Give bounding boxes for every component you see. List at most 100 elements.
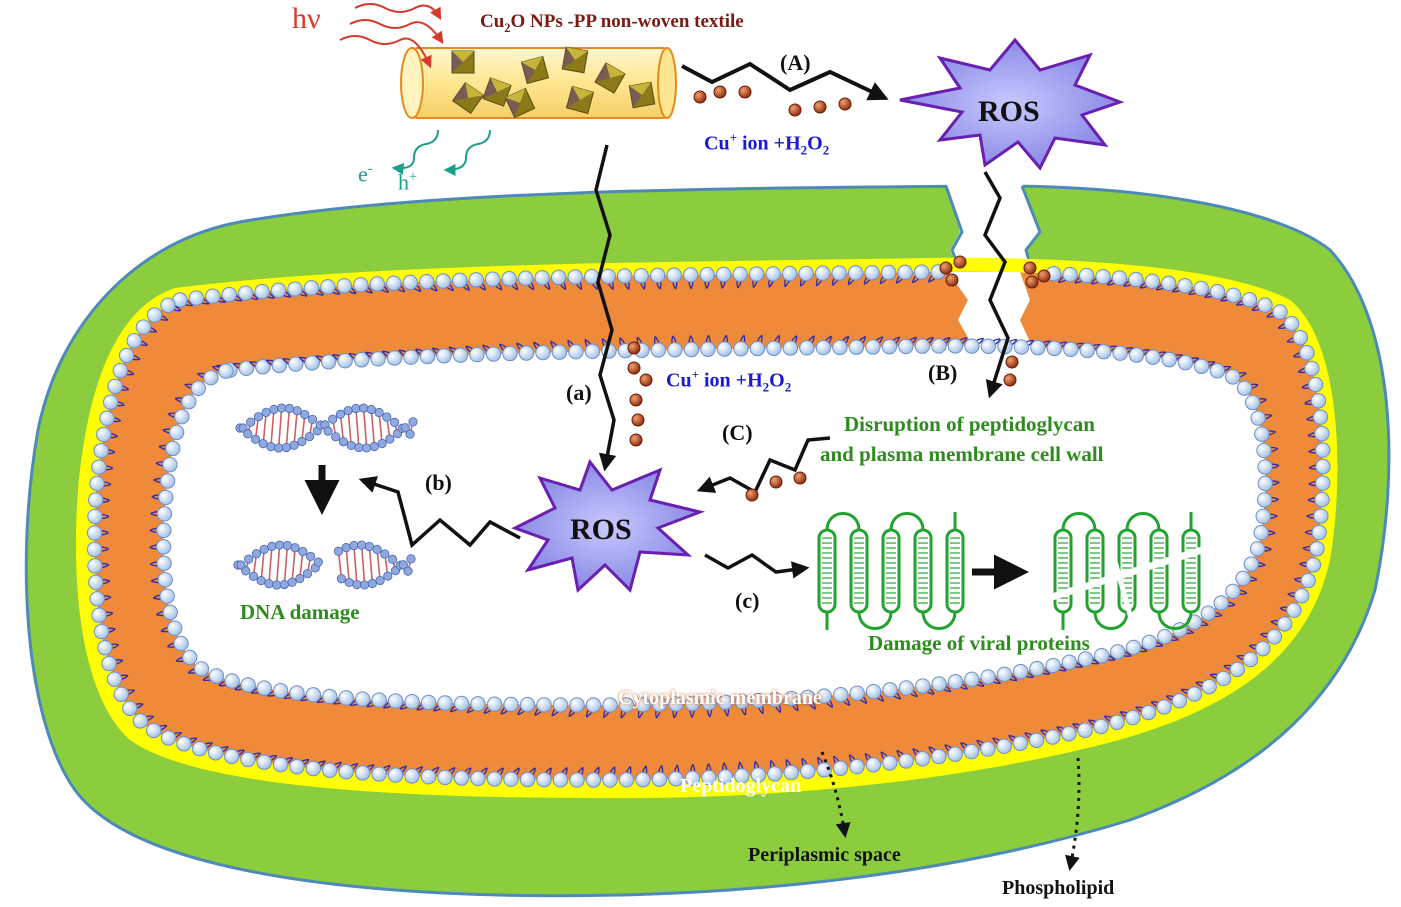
phospholipid-head: [964, 338, 980, 354]
phospholipid-head: [156, 506, 173, 522]
phospholipid-head: [1312, 409, 1329, 425]
dna-bead: [383, 571, 393, 581]
dna-bead: [295, 573, 305, 584]
phospholipid-head: [1235, 570, 1251, 587]
dna-bead: [259, 544, 269, 554]
copper-ion: [838, 97, 852, 111]
phospholipid-head: [1111, 270, 1128, 286]
phospholipid-head: [963, 743, 980, 760]
dna-bead: [281, 442, 291, 453]
phospholipid-head: [865, 757, 882, 773]
dna-bead: [372, 544, 382, 555]
dna-rung: [337, 551, 343, 579]
dna-intact: [235, 403, 418, 453]
phospholipid-head: [106, 671, 123, 687]
hole-label: h+: [398, 169, 418, 195]
phospholipid-head: [386, 275, 402, 291]
phospholipid-head: [1304, 360, 1320, 377]
phospholipid-head: [701, 695, 717, 711]
phospholipid-head: [89, 475, 105, 492]
dna-bead: [405, 429, 415, 439]
phospholipid-head: [402, 274, 418, 291]
viral-protein-intact: [817, 512, 965, 630]
phospholipid-head: [1061, 654, 1078, 670]
phospholipid-head: [748, 266, 765, 282]
phospholipid-head: [569, 772, 585, 788]
phospholipid-head: [1305, 557, 1322, 573]
copper-ion: [813, 100, 827, 114]
copper-ion: [629, 393, 643, 407]
phospholipid-head: [1145, 349, 1161, 365]
dna-bead: [238, 423, 248, 433]
dna-rung: [291, 547, 296, 583]
phospholipid-head: [1109, 644, 1126, 660]
dna-rung: [347, 410, 352, 446]
cu-ion-mid-label: Cu+ ion +H2O2: [666, 367, 792, 395]
phospholipid-head: [1029, 660, 1045, 677]
phospholipid-head: [602, 697, 618, 713]
dna-bead: [284, 403, 294, 414]
phospholipid-head: [132, 713, 149, 729]
phospholipid-head: [668, 696, 684, 712]
phospholipid-head: [668, 771, 684, 787]
copper-ion: [693, 90, 707, 104]
step-b-label: (b): [425, 470, 452, 495]
phospholipid-head: [816, 762, 832, 778]
ros-center-star: [511, 458, 706, 593]
phospholipid-head: [800, 689, 816, 706]
phospholipid-head: [322, 688, 338, 705]
phospholipid-head: [848, 339, 865, 355]
dna-bead: [246, 417, 256, 427]
phospholipid-head: [1314, 491, 1330, 508]
copper-ion: [738, 85, 752, 99]
phospholipid-head: [1250, 410, 1266, 426]
periplasmic-space-label: Periplasmic space: [748, 844, 901, 866]
phospholipid-head: [1062, 266, 1078, 283]
phospholipid-head: [1255, 508, 1271, 525]
phospholipid-head: [369, 276, 386, 292]
phospholipid-head: [1266, 629, 1283, 645]
phospholipid-head: [470, 770, 486, 787]
phospholipid-head: [240, 751, 256, 768]
dna-bead: [267, 541, 277, 551]
phospholipid-head: [964, 671, 980, 688]
phospholipid-head: [303, 280, 320, 296]
step-A-label: (A): [780, 50, 811, 75]
phospholipid-head: [847, 265, 864, 281]
dna-bead: [406, 554, 416, 564]
membrane-gap: [948, 272, 1036, 355]
phospholipid-head: [155, 539, 172, 555]
phospholipid-head: [420, 694, 437, 711]
dna-bead: [335, 409, 346, 419]
phospholipid-head: [781, 265, 798, 282]
dna-rung: [345, 547, 350, 583]
phospholipid-head: [699, 266, 715, 283]
phospholipid-head: [931, 338, 947, 354]
dna-rung: [293, 410, 298, 446]
phospholipid-head: [1128, 271, 1144, 288]
phospholipid-head: [1046, 340, 1063, 357]
phospholipid-head: [353, 277, 369, 293]
phospholipid-head: [1157, 628, 1173, 645]
phospholipid-head: [453, 770, 470, 786]
phospholipid-head: [1093, 647, 1110, 664]
phospholipid-head: [113, 686, 129, 702]
dna-bead: [367, 578, 377, 589]
phospholipid-head: [1141, 634, 1158, 651]
phospholipid-head: [602, 772, 618, 788]
phospholipid-head: [750, 767, 767, 783]
phospholipid-head: [1013, 339, 1030, 355]
phospholipid-head: [289, 685, 305, 701]
phospholipid-head: [386, 350, 403, 366]
phospholipid-head: [371, 692, 387, 708]
dna-damaged: [233, 540, 416, 590]
phospholipid-head: [765, 266, 781, 282]
phospholipid-head: [1314, 442, 1331, 458]
phospholipid-head: [1093, 718, 1109, 735]
phospholipid-head: [947, 746, 963, 762]
phospholipid-head: [156, 555, 172, 572]
phospholipid-head: [126, 333, 142, 349]
phospholipid-head: [452, 272, 468, 289]
